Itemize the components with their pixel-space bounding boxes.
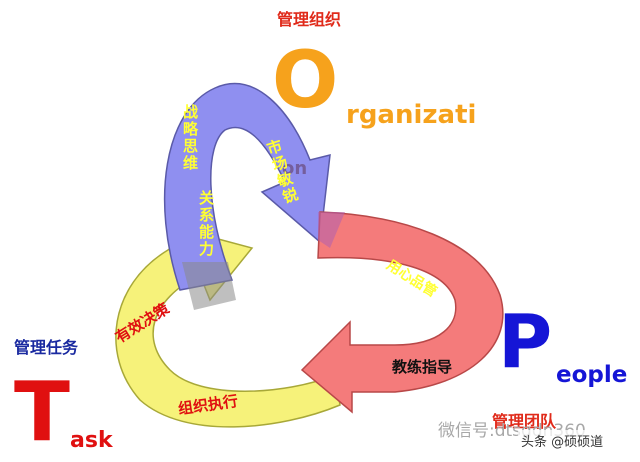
- organization-word-tail: on: [282, 158, 308, 179]
- overlap-blue-red: [318, 212, 345, 248]
- overlap-blue-yellow: [182, 262, 236, 310]
- blue-arrow-text-1: 战略思维: [181, 104, 199, 172]
- organization-letter: O: [272, 36, 339, 126]
- organization-word-rest: rganizati: [346, 100, 477, 130]
- people-heading: 管理团队: [492, 412, 557, 431]
- red-arrow: [300, 211, 504, 414]
- task-word-rest: ask: [70, 428, 113, 453]
- organization-heading: 管理组织: [277, 10, 342, 29]
- source-watermark: 头条 @硕硕道: [518, 430, 607, 451]
- people-word-rest: eople: [556, 362, 628, 388]
- task-letter: T: [14, 365, 70, 460]
- people-letter: P: [498, 299, 553, 385]
- task-heading: 管理任务: [14, 338, 79, 357]
- red-arrow-text-2: 教练指导: [392, 358, 453, 376]
- blue-arrow: [163, 82, 331, 291]
- blue-arrow-text-2: 关系能力: [197, 190, 215, 258]
